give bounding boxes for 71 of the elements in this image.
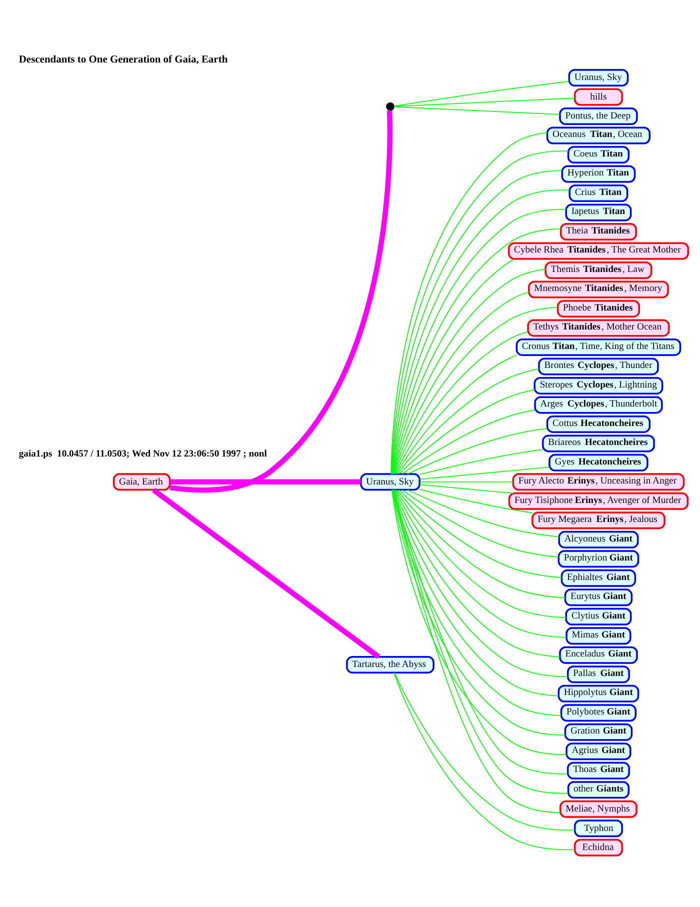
node-box: Uranus, Sky bbox=[568, 69, 629, 86]
node-box: Clytius Giant bbox=[565, 608, 632, 626]
connector bbox=[419, 466, 550, 480]
connector bbox=[402, 410, 536, 474]
node-box: Eurytus Giant bbox=[564, 588, 633, 606]
node-box: Gaia, Earth bbox=[112, 473, 171, 491]
node-box: Thoas Giant bbox=[566, 762, 630, 780]
node-bowtie bbox=[386, 102, 394, 111]
node-box: Tethys Titanides, Mother Ocean bbox=[527, 319, 670, 337]
connector bbox=[419, 488, 533, 514]
node-box: Fury Tisiphone Erinys, Avenger of Murder bbox=[508, 492, 689, 510]
connector bbox=[419, 449, 544, 475]
node-box: Hyperion Titan bbox=[561, 165, 636, 183]
connector bbox=[392, 268, 546, 474]
node-box: Iapetus Titan bbox=[565, 204, 632, 222]
node-box: Brontes Cyclopes, Thunder bbox=[538, 358, 659, 376]
connector bbox=[393, 292, 530, 474]
connector bbox=[396, 490, 566, 598]
connector bbox=[402, 490, 560, 558]
node-box: Gration Giant bbox=[564, 723, 633, 741]
label: gaia1.ps 10.0457 / 11.0503; Wed Nov 12 23:06:50 1997 ; nonl bbox=[18, 448, 267, 460]
node-box: Uranus, Sky bbox=[360, 473, 420, 491]
node-box: Steropes Cyclopes, Lightning bbox=[534, 376, 664, 394]
node-box: Cybele Rhea Titanides, The Great Mother bbox=[508, 242, 689, 260]
node-box: Oceanus Titan, Ocean bbox=[546, 126, 651, 144]
node-box: Fury Megaera Erinys, Jealous bbox=[532, 512, 666, 530]
node-box: Fury Alecto Erinys, Unceasing in Anger bbox=[512, 473, 685, 491]
connector bbox=[390, 132, 548, 474]
connector bbox=[394, 80, 570, 107]
connector bbox=[392, 258, 515, 474]
node-box: Ephialtes Giant bbox=[560, 569, 636, 587]
connector bbox=[396, 368, 540, 474]
connector bbox=[394, 331, 528, 474]
node-box: Arges Cyclopes, Thunderbolt bbox=[534, 396, 663, 414]
node-box: Cronus Titan, Time, King of the Titans bbox=[516, 338, 682, 356]
node-box: Tartarus, the Abyss bbox=[346, 656, 434, 674]
connector bbox=[394, 106, 560, 115]
connector bbox=[419, 484, 514, 494]
node-box: Pallas Giant bbox=[566, 666, 630, 684]
node-box: Agrius Giant bbox=[566, 742, 632, 760]
node-box: hills bbox=[574, 88, 623, 106]
connector bbox=[396, 354, 517, 474]
node-box: Typhon bbox=[574, 820, 623, 838]
node-box: Gyes Hecatoncheires bbox=[548, 454, 648, 472]
node-box: Briareos Hecatoncheires bbox=[542, 434, 655, 452]
node-box: Porphyrion Giant bbox=[558, 550, 640, 568]
node-box: Pontus, the Deep bbox=[559, 108, 638, 125]
node-box: Crius Titan bbox=[568, 184, 628, 202]
connector bbox=[407, 489, 560, 538]
connector bbox=[398, 389, 535, 474]
connector bbox=[398, 490, 562, 578]
node-box: Phoebe Titanides bbox=[556, 300, 640, 318]
node-box: Echidna bbox=[574, 838, 623, 856]
node-box: other Giants bbox=[567, 781, 630, 799]
connector bbox=[170, 479, 361, 485]
node-box: Cottus Hecatoncheires bbox=[546, 415, 651, 433]
node-box: Meliae, Nymphs bbox=[560, 800, 638, 818]
node-box: Polybotes Giant bbox=[560, 704, 637, 722]
connector bbox=[170, 110, 392, 493]
connector bbox=[394, 98, 576, 107]
node-box: Themis Titanides, Law bbox=[544, 261, 652, 279]
node-box: Mnemosyne Titanides, Memory bbox=[528, 280, 669, 298]
node-box: Hippolytus Giant bbox=[558, 684, 640, 702]
node-box: Coeus Titan bbox=[567, 146, 630, 164]
diagram-title: Descendants to One Generation of Gaia, Earth bbox=[18, 54, 228, 66]
node-box: Enceladus Giant bbox=[559, 646, 638, 664]
node-box: Mimas Giant bbox=[566, 627, 632, 645]
connector bbox=[407, 428, 548, 474]
node-box: Theia Titanides bbox=[560, 222, 637, 240]
node-box: Alcyoneus Giant bbox=[558, 530, 639, 548]
connector bbox=[152, 488, 380, 659]
